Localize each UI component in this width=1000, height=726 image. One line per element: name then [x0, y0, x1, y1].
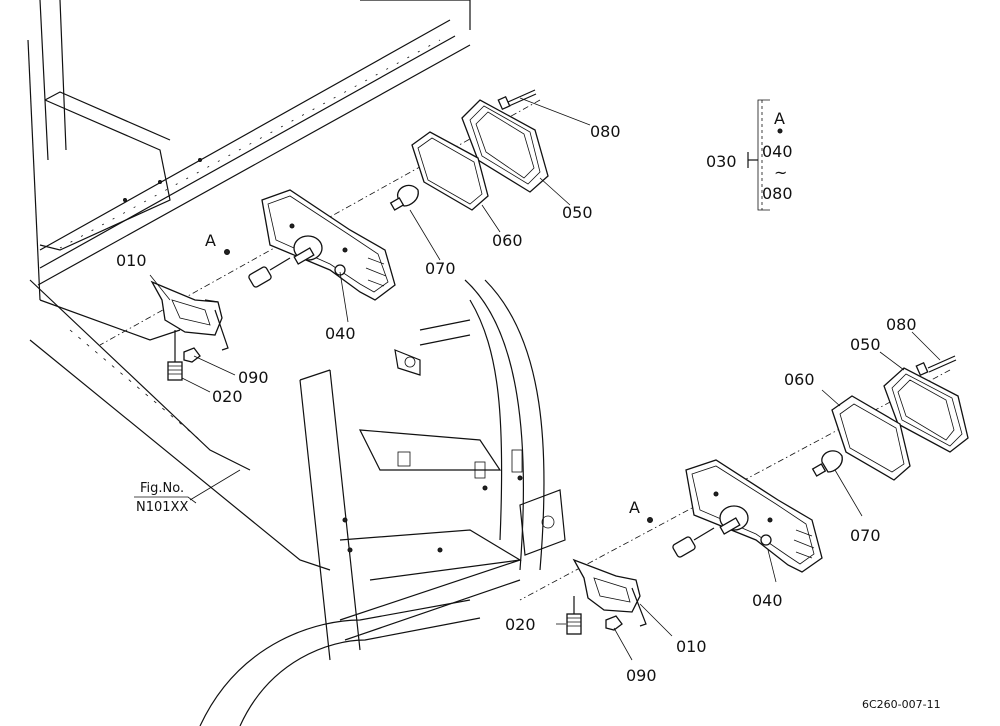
assembly-ref: A	[774, 109, 785, 128]
gasket-060-left	[411, 131, 489, 211]
lens-050-left	[461, 99, 549, 193]
callout-050-left: 050	[562, 203, 593, 222]
callout-060-right: 060	[784, 370, 815, 389]
callout-070-left: 070	[425, 259, 456, 278]
bracket-010-left	[150, 280, 229, 351]
left-lamp-assembly	[99, 89, 591, 393]
callout-040-right: 040	[752, 591, 783, 610]
callout-090-right: 090	[626, 666, 657, 685]
bulb-070-left	[389, 184, 419, 211]
housing-040-right	[685, 459, 823, 573]
right-lamp-assembly	[519, 331, 969, 661]
assembly-tilde: ~	[774, 163, 787, 182]
callout-010-right: 010	[676, 637, 707, 656]
ref-a-left: A	[205, 231, 216, 250]
callout-090-left: 090	[238, 368, 269, 387]
gasket-060-right	[831, 395, 911, 481]
assembly-to: 080	[762, 184, 793, 203]
drawing-code: 6C260-007-11	[862, 698, 941, 711]
callout-050-right: 050	[850, 335, 881, 354]
nut-090-right	[605, 615, 623, 631]
cab-frame	[27, 0, 566, 726]
assembly-note	[747, 99, 783, 211]
callout-020-right: 020	[505, 615, 536, 634]
assembly-from: 040	[762, 142, 793, 161]
figure-ref-number: N101XX	[136, 500, 188, 515]
callout-060-left: 060	[492, 231, 523, 250]
callout-040-left: 040	[325, 324, 356, 343]
callout-070-right: 070	[850, 526, 881, 545]
callout-080-left: 080	[590, 122, 621, 141]
ref-a-right: A	[629, 498, 640, 517]
housing-040-left	[261, 189, 396, 301]
nut-090-left	[183, 347, 201, 363]
screw-080-left	[497, 89, 537, 111]
callout-020-left: 020	[212, 387, 243, 406]
bolt-020-right	[566, 596, 582, 635]
figure-ref-underline	[134, 496, 197, 504]
figure-ref-label: Fig.No.	[140, 481, 184, 496]
connector-a-left	[224, 249, 291, 288]
callout-010-left: 010	[116, 251, 147, 270]
assembly-part-number: 030	[706, 152, 737, 171]
bolt-020-left	[167, 330, 183, 381]
callout-080-right: 080	[886, 315, 917, 334]
bulb-070-right	[811, 450, 843, 477]
connector-a-right	[647, 517, 715, 558]
bracket-010-right	[572, 558, 647, 627]
screw-080-right	[915, 355, 957, 377]
